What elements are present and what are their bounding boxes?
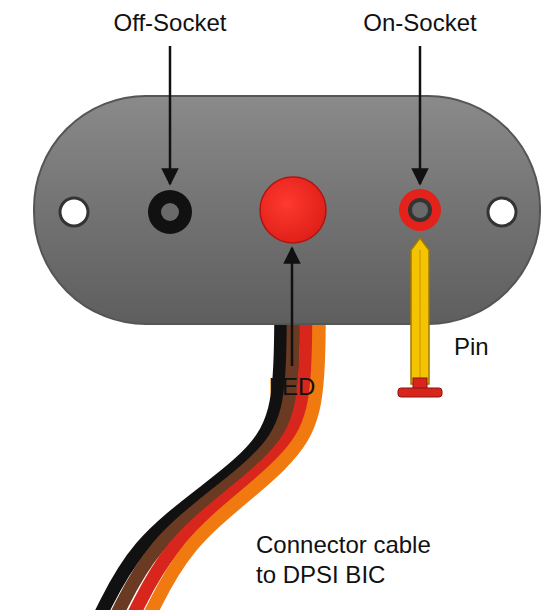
- socket-label: Off-Socket: [114, 8, 227, 38]
- led: [260, 177, 326, 243]
- pin: [398, 238, 442, 397]
- on-socket: [399, 189, 441, 231]
- led-label: LED: [269, 372, 316, 402]
- socket-label: On-Socket: [363, 8, 476, 38]
- switch-housing: [34, 96, 540, 324]
- leader-arrow: [169, 46, 172, 184]
- pin-label: Pin: [454, 332, 489, 362]
- cable-label: Connector cable to DPSI BIC: [256, 530, 456, 590]
- leader-arrow: [419, 46, 422, 184]
- leader-arrow: [291, 248, 294, 366]
- off-socket: [148, 190, 192, 234]
- mounting-hole: [488, 198, 516, 226]
- mounting-hole: [60, 198, 88, 226]
